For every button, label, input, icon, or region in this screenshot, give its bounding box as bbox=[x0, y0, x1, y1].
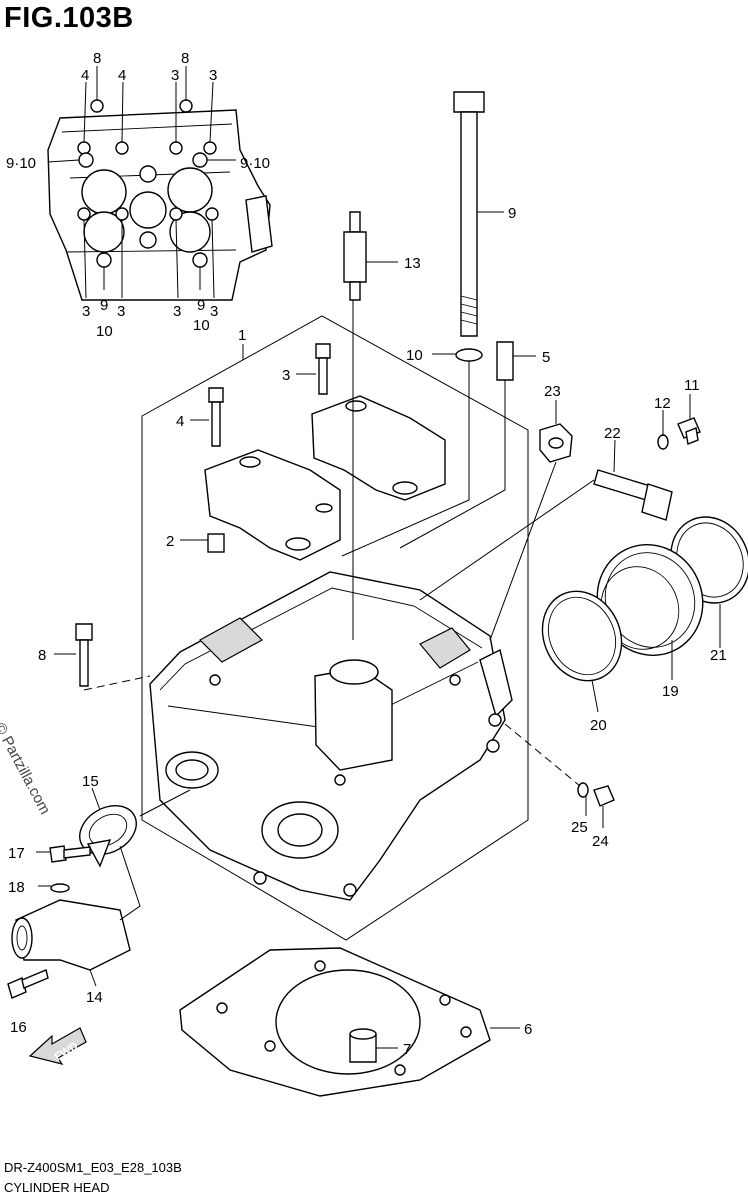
plug-5 bbox=[496, 341, 514, 381]
callout-17: 17 bbox=[8, 845, 25, 862]
main-assembly-frame bbox=[141, 315, 529, 941]
callout-10: 10 bbox=[193, 317, 210, 334]
camshaft-cap-right bbox=[311, 395, 446, 501]
callout-19: 19 bbox=[662, 683, 679, 700]
head-gasket-6 bbox=[179, 947, 491, 1097]
callout-12: 12 bbox=[654, 395, 671, 412]
callout-9-10: 9·10 bbox=[240, 155, 270, 172]
washer-25 bbox=[577, 782, 589, 798]
callout-16: 16 bbox=[10, 1019, 27, 1036]
figure-title: FIG.103B bbox=[4, 2, 134, 34]
callout-22: 22 bbox=[604, 425, 621, 442]
model-code: DR-Z400SM1_E03_E28_103B bbox=[4, 1160, 182, 1175]
callout-9-10: 9·10 bbox=[6, 155, 36, 172]
callout-9: 9 bbox=[197, 297, 205, 314]
callout-18: 18 bbox=[8, 879, 25, 896]
callout-20: 20 bbox=[590, 717, 607, 734]
callout-11: 11 bbox=[684, 377, 700, 394]
bolt-3 bbox=[315, 343, 331, 395]
callout-4: 4 bbox=[81, 67, 89, 84]
washer-18 bbox=[50, 883, 70, 893]
intake-pipe-19 bbox=[596, 543, 704, 657]
callout-6: 6 bbox=[524, 1021, 532, 1038]
callout-3: 3 bbox=[171, 67, 179, 84]
clamp-20 bbox=[541, 590, 623, 682]
head-bolt-9 bbox=[453, 91, 485, 337]
bolt-8 bbox=[75, 623, 151, 691]
callout-3: 3 bbox=[210, 303, 218, 320]
washer-12 bbox=[657, 434, 669, 450]
callout-10: 10 bbox=[406, 347, 423, 364]
callout-3: 3 bbox=[82, 303, 90, 320]
bolt-17 bbox=[49, 845, 91, 863]
callout-2: 2 bbox=[166, 533, 174, 550]
callout-25: 25 bbox=[571, 819, 588, 836]
bolt-24 bbox=[593, 785, 615, 807]
callout-10: 10 bbox=[96, 323, 113, 340]
callout-3: 3 bbox=[209, 67, 217, 84]
callout-8: 8 bbox=[181, 50, 189, 67]
callout-7: 7 bbox=[403, 1041, 411, 1058]
camshaft-cap-left bbox=[204, 449, 341, 561]
callout-13: 13 bbox=[404, 255, 421, 272]
callout-3: 3 bbox=[282, 367, 290, 384]
callout-8: 8 bbox=[38, 647, 46, 664]
dowel-pin-2 bbox=[207, 533, 225, 553]
callout-4: 4 bbox=[176, 413, 184, 430]
callout-9: 9 bbox=[508, 205, 516, 222]
nut-23 bbox=[539, 423, 573, 463]
callout-8: 8 bbox=[93, 50, 101, 67]
callout-23: 23 bbox=[544, 383, 561, 400]
washer-10 bbox=[455, 348, 483, 362]
water-outlet-14 bbox=[7, 899, 131, 999]
callout-3: 3 bbox=[173, 303, 181, 320]
callout-14: 14 bbox=[86, 989, 103, 1006]
callout-24: 24 bbox=[592, 833, 609, 850]
callout-1: 1 bbox=[238, 327, 246, 344]
bolt-4 bbox=[208, 387, 224, 447]
figure-caption: CYLINDER HEAD bbox=[4, 1180, 110, 1195]
head-top-view bbox=[47, 66, 273, 301]
leader-lines bbox=[36, 211, 721, 1049]
callout-15: 15 bbox=[82, 773, 99, 790]
callout-9: 9 bbox=[100, 297, 108, 314]
cylinder-head-body bbox=[149, 571, 513, 901]
stud-bolt-22 bbox=[593, 469, 673, 521]
thermostat-cap-15 bbox=[79, 805, 137, 868]
callout-4: 4 bbox=[118, 67, 126, 84]
callout-3: 3 bbox=[117, 303, 125, 320]
bolt-11 bbox=[677, 417, 701, 445]
callout-5: 5 bbox=[542, 349, 550, 366]
spark-plug-13 bbox=[343, 211, 367, 301]
fwd-arrow bbox=[28, 1027, 87, 1065]
callout-21: 21 bbox=[710, 647, 727, 664]
